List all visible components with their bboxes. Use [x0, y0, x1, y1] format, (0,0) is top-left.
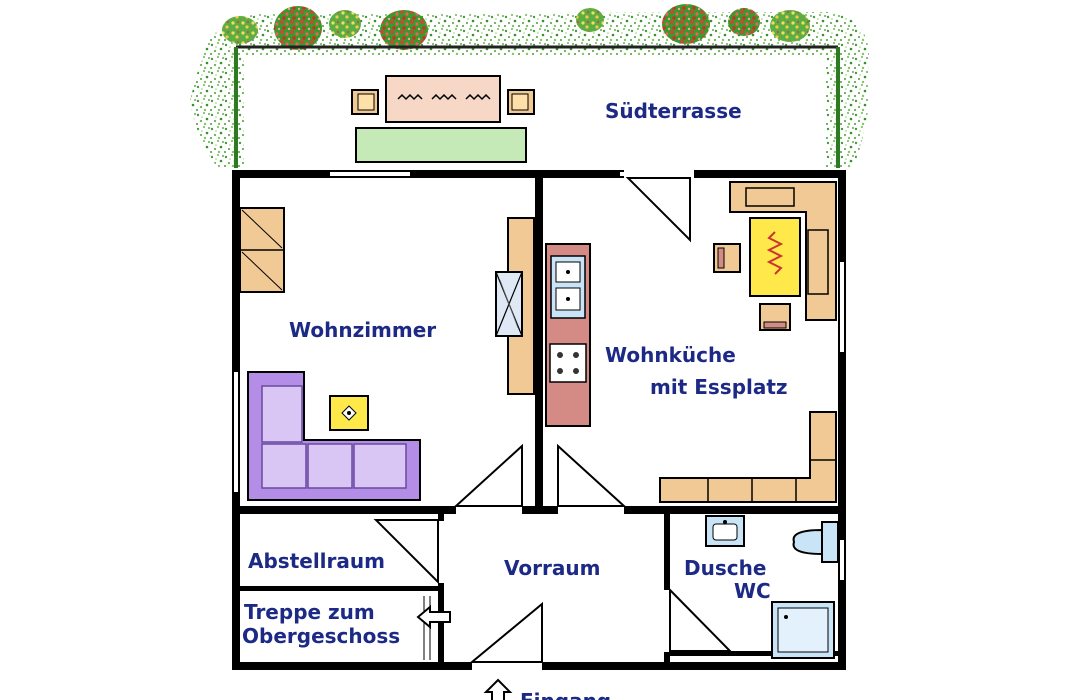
- stairs: [423, 596, 431, 660]
- storage-label: Abstellraum: [248, 549, 385, 573]
- stairs-label-line2: Obergeschoss: [242, 624, 400, 648]
- door-gap-storage: [437, 521, 445, 583]
- living-label: Wohnzimmer: [289, 318, 436, 342]
- terrace-table: [385, 75, 501, 123]
- terrace-bench: [355, 127, 527, 163]
- coffee-table: [329, 395, 369, 431]
- terrace-label: Südterrasse: [605, 99, 742, 123]
- kitchen-label-line2: mit Essplatz: [650, 375, 788, 399]
- door-gap-bath: [663, 590, 671, 652]
- interior-walls: [240, 178, 846, 662]
- door-swings: [373, 177, 733, 663]
- hall-label: Vorraum: [504, 556, 600, 580]
- left-arrow-icon: [416, 604, 451, 630]
- window-bath-right: [840, 540, 844, 580]
- entrance-label: Eingang: [520, 689, 611, 700]
- window-kitchen-right: [840, 262, 844, 352]
- window-living-left: [234, 372, 238, 492]
- window-living-top: [330, 172, 410, 176]
- stairs-label-line1: Treppe zum: [244, 600, 375, 624]
- kitchen-block: [545, 243, 591, 427]
- kitchen-label-line1: Wohnküche: [605, 343, 736, 367]
- washbasin: [705, 515, 745, 547]
- kitchen-counter: [659, 411, 837, 503]
- dining-chair-bottom: [759, 303, 791, 331]
- terrace-chair-right: [507, 89, 535, 115]
- sofa: [247, 371, 421, 501]
- up-arrow-icon: [483, 678, 513, 700]
- dining-chair-left: [713, 243, 741, 273]
- corner-bench: [729, 181, 837, 321]
- terrace-chair-left: [351, 89, 379, 115]
- garden-hedge: [190, 4, 869, 168]
- toilet: [792, 521, 839, 563]
- living-cabinet: [239, 207, 285, 293]
- dining-table: [749, 217, 801, 297]
- door-gap-kitchen: [558, 505, 624, 515]
- shower: [771, 601, 835, 659]
- bath-label-line2: WC: [734, 579, 771, 603]
- tv-unit: [495, 217, 535, 395]
- bath-label-line1: Dusche: [684, 556, 766, 580]
- door-gap-living: [456, 505, 522, 515]
- door-gap-terrace: [624, 169, 694, 179]
- door-gap-entrance: [472, 661, 542, 671]
